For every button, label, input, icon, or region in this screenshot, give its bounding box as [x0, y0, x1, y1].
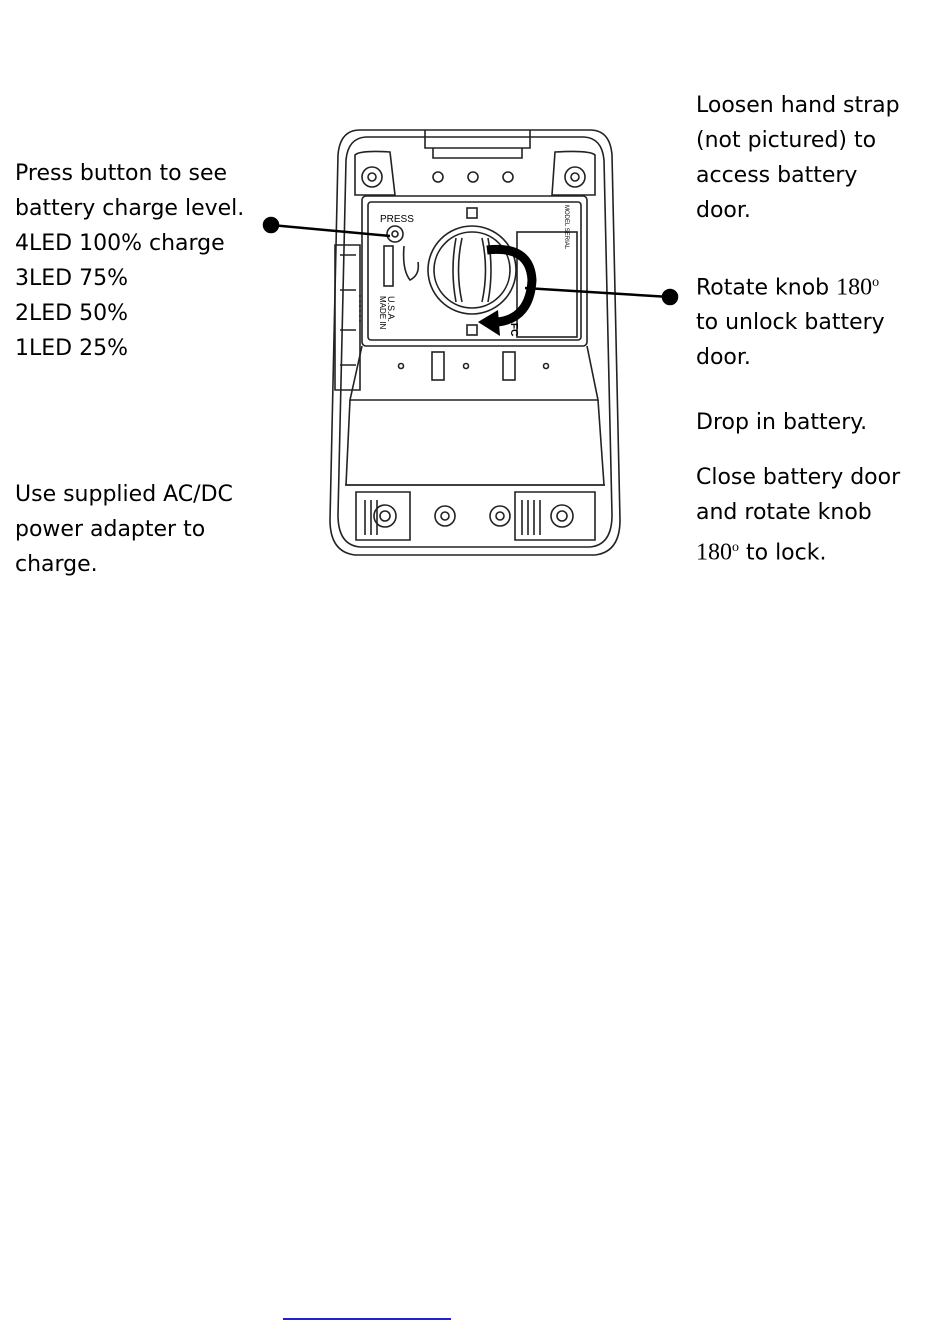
drop-battery-note: Drop in battery. — [696, 405, 867, 440]
knob-grip — [457, 237, 487, 303]
drop-text: Drop in battery. — [696, 410, 868, 435]
rotate-line-3: door. — [696, 345, 751, 371]
rotate-degree-sign: o — [872, 275, 880, 290]
rotate-line-1: Rotate knob 180o — [696, 265, 885, 305]
rotation-arrow — [486, 244, 537, 327]
close-degree-sign: o — [732, 540, 739, 555]
link-underline[interactable] — [283, 1318, 451, 1320]
press-button-text: Press button to see — [15, 161, 228, 186]
loosen-line-4: door. — [696, 198, 751, 223]
battery-door — [361, 195, 588, 347]
adapter-line-3: charge. — [15, 552, 98, 577]
rotate-knob-note: Rotate knob 180o to unlock battery door. — [696, 265, 885, 375]
top-tab — [424, 130, 531, 149]
rotate-knob — [427, 225, 517, 315]
led2-text: 2LED 50% — [15, 301, 128, 326]
loosen-line-2: (not pictured) to — [696, 128, 877, 153]
close-line-3: 180o to lock. — [696, 530, 900, 570]
housing-inner-outline — [337, 136, 613, 548]
rotation-arrowhead — [478, 310, 500, 336]
screw-hole-top-left — [361, 166, 383, 188]
rotate-degrees: 180 — [836, 274, 873, 301]
housing-outline — [329, 129, 621, 556]
led3-text: 3LED 75% — [15, 266, 128, 291]
usa-label: U.S.A. — [386, 296, 396, 322]
screw-hole-top-right — [564, 166, 586, 188]
close-degrees: 180 — [696, 539, 732, 566]
screw-hole-bottom-left — [373, 504, 397, 528]
unlock-icon — [466, 207, 478, 219]
close-door-note: Close battery door and rotate knob 180o … — [696, 460, 900, 570]
press-button-note: Press button to see battery charge level… — [15, 156, 244, 366]
close-suffix: to lock. — [739, 540, 827, 566]
fc-label: FC — [508, 323, 519, 336]
rotate-prefix: Rotate knob — [696, 275, 830, 301]
loosen-line-3: access battery — [696, 163, 858, 188]
label-sticker — [516, 231, 578, 338]
model-label: MODEL SERIAL — [563, 205, 569, 250]
led4-text: 4LED 100% charge — [15, 231, 225, 256]
close-line-2: and rotate knob — [696, 500, 872, 525]
led1-text: 1LED 25% — [15, 336, 128, 361]
rotate-line-2: to unlock battery — [696, 310, 885, 336]
led-indicator — [383, 245, 394, 287]
adapter-line-2: power adapter to — [15, 517, 206, 542]
rotate-callout-dot — [661, 288, 679, 306]
press-callout-line — [270, 223, 391, 238]
loosen-strap-note: Loosen hand strap (not pictured) to acce… — [696, 88, 900, 228]
rotate-callout-line — [524, 286, 671, 299]
loosen-line-1: Loosen hand strap — [696, 93, 900, 118]
screw-hole-bottom-right — [550, 504, 574, 528]
press-label: PRESS — [380, 214, 414, 225]
adapter-line-1: Use supplied AC/DC — [15, 482, 233, 507]
adapter-note: Use supplied AC/DC power adapter to char… — [15, 477, 233, 582]
side-latch — [334, 244, 361, 391]
lock-icon — [466, 324, 478, 336]
made-in-label: MADE IN — [378, 296, 387, 330]
close-line-1: Close battery door — [696, 465, 901, 490]
press-button — [386, 225, 404, 243]
charge-level-text: battery charge level. — [15, 196, 245, 221]
press-callout-dot — [262, 216, 280, 234]
